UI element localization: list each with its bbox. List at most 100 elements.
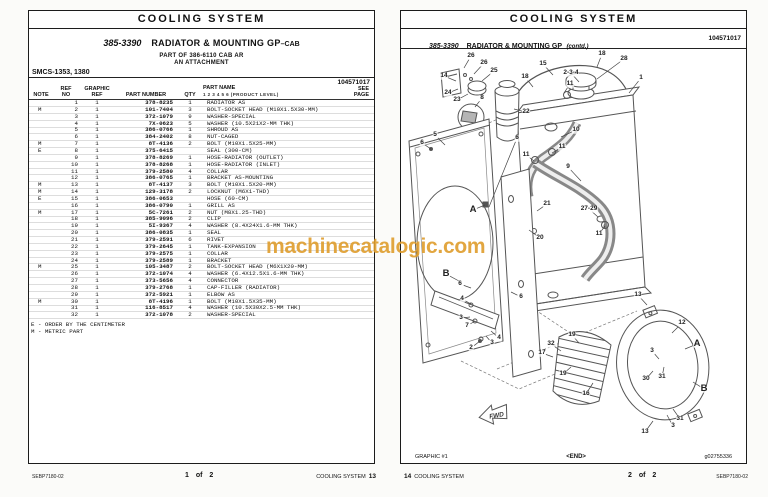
cell-name: SHROUD AS bbox=[207, 127, 239, 134]
diagram-callout: 6 bbox=[419, 138, 425, 147]
page-title: COOLING SYSTEM bbox=[29, 11, 374, 29]
cell-graphic: 1 bbox=[95, 264, 99, 271]
cell-part: 379-2580 bbox=[145, 168, 173, 175]
cell-name: WASHER (10.5X30X2.5-MM THK) bbox=[207, 305, 301, 312]
graphic-label: GRAPHIC #1 bbox=[415, 454, 448, 460]
diagram-callout: 6 bbox=[514, 133, 520, 142]
footnote-e: E - ORDER BY THE CENTIMETER bbox=[31, 321, 125, 329]
cell-ref: 19 bbox=[71, 223, 78, 230]
end-marker: <END> bbox=[566, 454, 586, 460]
diagram-callout: 31 bbox=[657, 372, 667, 381]
cell-name: CONNECTOR bbox=[207, 278, 239, 285]
diagram-callout: A bbox=[693, 337, 701, 349]
diagram-callout: 4 bbox=[496, 333, 502, 342]
cell-graphic: 1 bbox=[95, 305, 99, 312]
diagram-callout: 21 bbox=[542, 199, 552, 208]
cell-part: 385-9096 bbox=[145, 216, 173, 223]
left-page-footer: SEBP7180-02 1 of 2 COOLING SYSTEM 13 bbox=[28, 472, 376, 484]
cell-name: BRACKET bbox=[207, 257, 232, 264]
cell-part: 386-0790 bbox=[145, 202, 173, 209]
cell-part: 8T-4137 bbox=[148, 182, 173, 189]
cell-name: HOSE-RADIATOR (OUTLET) bbox=[207, 154, 284, 161]
cell-name: CLIP bbox=[207, 216, 221, 223]
cell-name: HOSE (60-CM) bbox=[207, 195, 249, 202]
cell-part: 5C-7261 bbox=[148, 209, 173, 216]
diagram-callout: 11 bbox=[558, 142, 566, 151]
table-footnotes: E - ORDER BY THE CENTIMETER M - METRIC P… bbox=[29, 321, 374, 335]
diagram-callout: 28 bbox=[619, 54, 629, 63]
cell-qty: 5 bbox=[188, 120, 192, 127]
cell-qty: 2 bbox=[188, 141, 192, 148]
cell-part: 378-8235 bbox=[145, 100, 173, 107]
cell-graphic: 1 bbox=[95, 257, 99, 264]
site-watermark: machinecatalogic.com bbox=[266, 235, 486, 258]
cell-part: 386-0835 bbox=[145, 230, 173, 237]
group-number: 385-3390 bbox=[103, 38, 142, 48]
diagram-callout: 17 bbox=[537, 348, 547, 357]
diagram-callout: 16 bbox=[581, 389, 591, 398]
cell-graphic: 1 bbox=[95, 154, 99, 161]
cell-ref: 1 bbox=[74, 100, 78, 107]
cell-graphic: 1 bbox=[95, 100, 99, 107]
page-indicator: 1 of 2 bbox=[185, 472, 214, 479]
diagram-callout: 2-3-4 bbox=[562, 68, 580, 77]
cell-ref: 7 bbox=[74, 141, 78, 148]
cell-ref: 24 bbox=[71, 257, 78, 264]
cell-qty: 1 bbox=[188, 230, 192, 237]
diagram-callout: 9 bbox=[565, 162, 571, 171]
cell-qty: 6 bbox=[188, 236, 192, 243]
cell-name: WASHER-SPECIAL bbox=[207, 113, 256, 120]
cell-ref: 12 bbox=[71, 175, 78, 182]
cell-name: BOLT (M10X1.5X20-MM) bbox=[207, 182, 277, 189]
cell-ref: 30 bbox=[71, 298, 78, 305]
cell-part: 386-0653 bbox=[145, 195, 173, 202]
cell-ref: 17 bbox=[71, 209, 78, 216]
cell-ref: 28 bbox=[71, 284, 78, 291]
cell-ref: 32 bbox=[71, 312, 78, 319]
cell-part: 378-8268 bbox=[145, 161, 173, 168]
cell-graphic: 1 bbox=[95, 175, 99, 182]
col-part-number: PART NUMBER bbox=[125, 91, 167, 98]
doc-code: SEBP7180-02 bbox=[716, 474, 748, 480]
cell-graphic: 1 bbox=[95, 223, 99, 230]
cell-part: 386-0765 bbox=[145, 175, 173, 182]
diagram-callout: 4 bbox=[459, 294, 465, 303]
cell-part: 379-2589 bbox=[145, 257, 173, 264]
cell-qty: 1 bbox=[188, 154, 192, 161]
cell-graphic: 1 bbox=[95, 113, 99, 120]
cell-name: BOLT (M10X1.5X35-MM) bbox=[207, 298, 277, 305]
diagram-callout: 27-29 bbox=[580, 204, 598, 213]
cell-ref: 31 bbox=[71, 305, 78, 312]
cell-qty: 1 bbox=[188, 291, 192, 298]
cell-part: 372-1074 bbox=[145, 271, 173, 278]
page-title: COOLING SYSTEM bbox=[401, 11, 746, 29]
cell-qty: 2 bbox=[188, 209, 192, 216]
cell-part: 8T-4196 bbox=[148, 298, 173, 305]
document-number: 104571017 bbox=[337, 79, 370, 86]
cell-qty: 1 bbox=[188, 127, 192, 134]
cell-graphic: 1 bbox=[95, 230, 99, 237]
cell-name: RIVET bbox=[207, 236, 225, 243]
cell-graphic: 1 bbox=[95, 195, 99, 202]
cell-part: 379-2575 bbox=[145, 250, 173, 257]
section-page: COOLING SYSTEM 13 bbox=[316, 473, 376, 480]
diagram-callout: 26 bbox=[479, 58, 489, 67]
diagram-callout: 32 bbox=[546, 339, 556, 348]
